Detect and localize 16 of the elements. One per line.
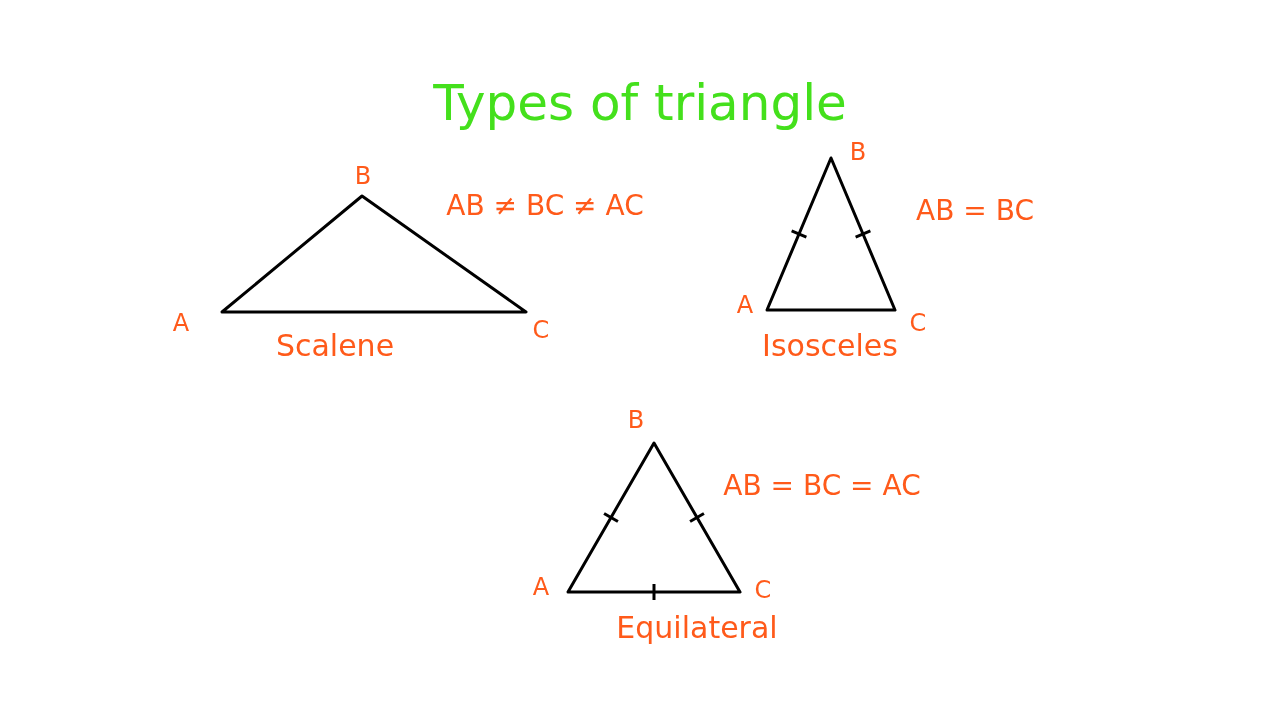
vertex-label: A: [172, 309, 190, 337]
vertex-label: B: [627, 406, 645, 434]
triangle-name: Equilateral: [616, 609, 778, 645]
vertex-label: B: [849, 138, 867, 166]
title: Types of triangle: [433, 74, 847, 132]
equation: AB = BC: [916, 193, 1034, 227]
vertex-label: A: [736, 291, 754, 319]
vertex-label: C: [754, 576, 772, 604]
triangle-name: Isosceles: [762, 327, 898, 363]
equation: AB ≠ BC ≠ AC: [446, 188, 644, 222]
vertex-label: C: [532, 316, 550, 344]
equation: AB = BC = AC: [723, 468, 921, 502]
vertex-label: C: [909, 309, 927, 337]
vertex-label: B: [354, 162, 372, 190]
triangle-name: Scalene: [275, 327, 395, 363]
vertex-label: A: [532, 573, 550, 601]
